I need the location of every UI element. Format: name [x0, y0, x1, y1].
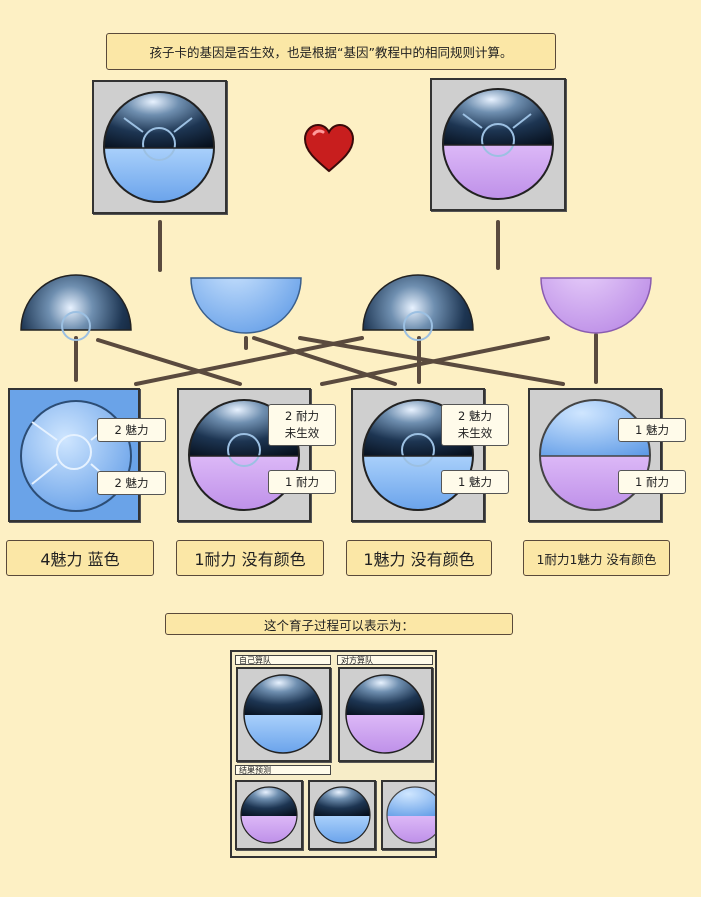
caption-text: 1耐力1魅力 没有颜色 [536, 551, 657, 567]
child-1-tag-top: 2 魅力 [97, 418, 166, 442]
tag-text: 2 耐力 [285, 409, 319, 423]
intro-note: 孩子卡的基因是否生效，也是根据“基因”教程中的相同规则计算。 [106, 33, 556, 70]
gene-orb-dark-blue [103, 91, 215, 203]
mini-self-card[interactable] [236, 667, 331, 762]
child-card-1[interactable] [8, 388, 140, 522]
mini-orb-dark-purple [240, 786, 298, 844]
child-3-tag-bottom: 1 魅力 [441, 470, 509, 494]
result-text: 结果预测 [239, 766, 271, 775]
heart-icon [303, 123, 355, 173]
inheritance-diagram [20, 220, 652, 386]
process-text: 这个育子过程可以表示为： [263, 617, 414, 633]
process-note: 这个育子过程可以表示为： [165, 613, 513, 635]
mini-result-card-1[interactable] [235, 780, 303, 850]
tag-text: 2 魅力 [458, 409, 492, 423]
half-orb-blue [190, 277, 302, 334]
self-team-label: 自己算队 [235, 655, 331, 665]
child-3-tag-top: 2 魅力 未生效 [441, 404, 509, 446]
child-2-caption: 1耐力 没有颜色 [176, 540, 324, 576]
child-2-tag-top: 2 耐力 未生效 [268, 404, 336, 446]
tag-text: 2 魅力 [114, 422, 149, 437]
caption-text: 1魅力 没有颜色 [363, 550, 475, 569]
caption-text: 1耐力 没有颜色 [194, 550, 306, 569]
mini-orb-dark-purple [345, 674, 425, 754]
intro-text: 孩子卡的基因是否生效，也是根据“基因”教程中的相同规则计算。 [149, 45, 513, 60]
child-4-tag-bottom: 1 耐力 [618, 470, 686, 494]
half-orb-dark-2 [362, 274, 474, 341]
child-card-4[interactable] [528, 388, 662, 522]
self-team-text: 自己算队 [239, 656, 271, 665]
child-2-tag-bottom: 1 耐力 [268, 470, 336, 494]
half-orb-dark-1 [20, 274, 132, 341]
tag-text: 1 耐力 [635, 474, 669, 489]
tag-subtext: 未生效 [457, 426, 493, 440]
child-1-caption: 4魅力 蓝色 [6, 540, 154, 576]
result-label: 结果预测 [235, 765, 331, 775]
tag-text: 1 魅力 [458, 474, 492, 489]
child-4-caption: 1耐力1魅力 没有颜色 [523, 540, 670, 576]
child-3-caption: 1魅力 没有颜色 [346, 540, 492, 576]
half-orb-purple [540, 277, 652, 334]
gene-orb-dark-purple [442, 88, 554, 200]
mini-result-card-2[interactable] [308, 780, 376, 850]
child-4-tag-top: 1 魅力 [618, 418, 686, 442]
other-team-text: 对方算队 [341, 656, 373, 665]
parent-card-self[interactable] [92, 80, 227, 214]
gene-orb-blue-full [20, 400, 132, 512]
parent-card-other[interactable] [430, 78, 566, 211]
child-1-tag-bottom: 2 魅力 [97, 471, 166, 495]
gene-orb-blue-purple [539, 399, 651, 511]
other-team-label: 对方算队 [337, 655, 433, 665]
mini-result-card-3[interactable] [381, 780, 435, 850]
mini-other-card[interactable] [338, 667, 433, 762]
mini-orb-blue-purple [386, 786, 435, 844]
mini-orb-dark-blue [243, 674, 323, 754]
tag-text: 2 魅力 [114, 475, 149, 490]
tag-subtext: 未生效 [284, 426, 320, 440]
mini-orb-dark-blue [313, 786, 371, 844]
breeding-panel-thumbnail: 自己算队 对方算队 结果预测 [230, 650, 437, 858]
tag-text: 1 魅力 [635, 422, 669, 437]
tag-text: 1 耐力 [285, 474, 319, 489]
caption-text: 4魅力 蓝色 [40, 550, 120, 569]
